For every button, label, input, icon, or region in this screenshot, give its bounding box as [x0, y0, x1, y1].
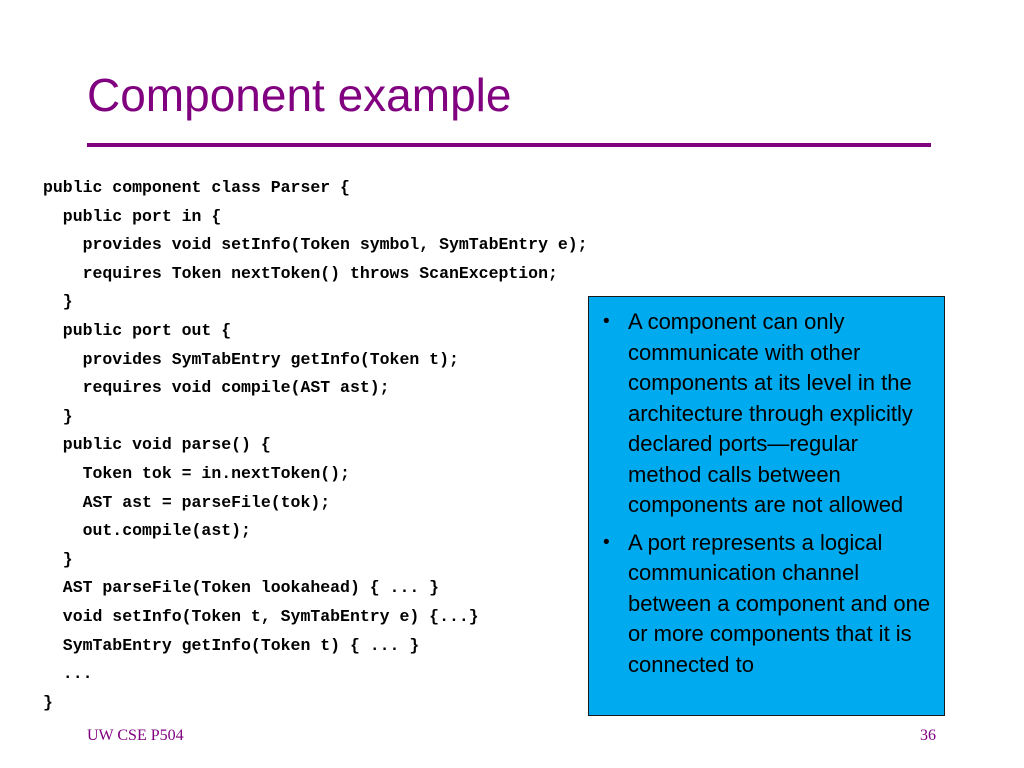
bullet-text: A port represents a logical communicatio…	[628, 529, 931, 677]
code-line: void setInfo(Token t, SymTabEntry e) {..…	[43, 606, 479, 626]
callout-bullet: • A port represents a logical communicat…	[601, 528, 932, 681]
code-line: public void parse() {	[43, 435, 271, 455]
callout-box: • A component can only communicate with …	[588, 296, 945, 716]
code-line: out.compile(ast);	[43, 521, 251, 541]
code-line: }	[43, 549, 73, 569]
code-line: }	[43, 292, 73, 312]
code-line: public port in {	[43, 206, 222, 226]
code-line: }	[43, 692, 53, 712]
code-block: public component class Parser { public p…	[43, 174, 588, 717]
code-line: Token tok = in.nextToken();	[43, 463, 350, 483]
code-line: public component class Parser {	[43, 178, 350, 197]
callout-bullet: • A component can only communicate with …	[601, 307, 932, 521]
code-line: ...	[43, 664, 93, 684]
code-line: SymTabEntry getInfo(Token t) { ... }	[43, 635, 420, 655]
slide-title: Component example	[87, 69, 512, 121]
code-line: provides SymTabEntry getInfo(Token t);	[43, 349, 459, 369]
code-line: }	[43, 406, 73, 426]
bullet-dot-icon: •	[603, 531, 610, 553]
code-line: requires void compile(AST ast);	[43, 378, 390, 398]
code-line: provides void setInfo(Token symbol, SymT…	[43, 235, 588, 255]
footer-course-label: UW CSE P504	[87, 727, 184, 744]
code-line: public port out {	[43, 320, 232, 340]
code-line: AST parseFile(Token lookahead) { ... }	[43, 578, 440, 598]
code-line: AST ast = parseFile(tok);	[43, 492, 331, 512]
code-line: requires Token nextToken() throws ScanEx…	[43, 263, 558, 283]
title-underline	[87, 143, 931, 147]
bullet-dot-icon: •	[603, 311, 610, 332]
page-number: 36	[920, 727, 936, 744]
bullet-text: A component can only communicate with ot…	[628, 309, 913, 517]
